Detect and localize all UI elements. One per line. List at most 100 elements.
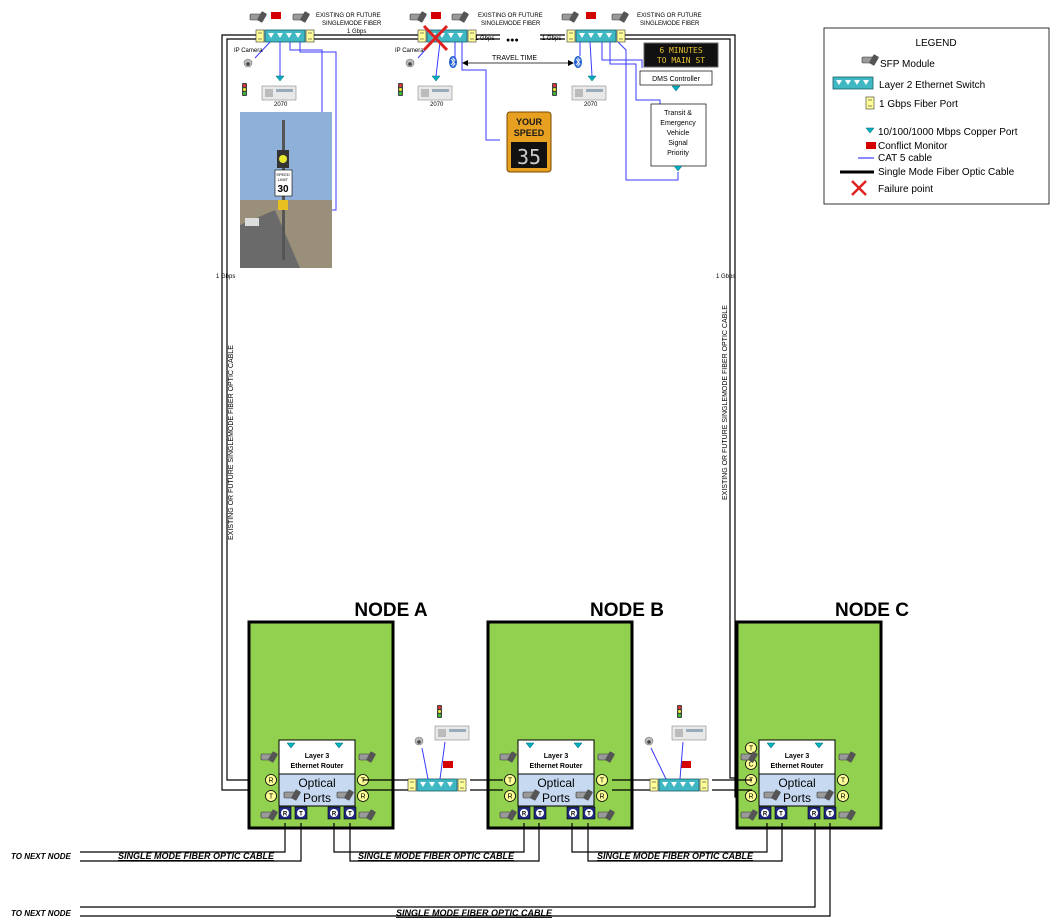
fiber-port-icon	[700, 779, 708, 791]
transit-label-3: Vehicle	[667, 130, 690, 137]
switch-group-1	[242, 11, 314, 100]
controller-2070-icon	[435, 726, 469, 740]
legend-title: LEGEND	[915, 38, 956, 49]
port-letter: T	[600, 778, 605, 785]
node-c-title: NODE C	[835, 600, 909, 621]
ip-camera-label-1: IP Camera	[234, 48, 263, 54]
port-letter: T	[779, 812, 783, 818]
mid-switch-bc	[645, 705, 708, 791]
dms-message-line1: 6 MINUTES	[659, 46, 703, 55]
optical-line2: Ports	[303, 791, 331, 805]
existing-fiber-label-2b: SINGLEMODE FIBER	[481, 21, 541, 27]
port-letter: T	[361, 778, 366, 785]
port-letter: R	[599, 794, 604, 801]
optical-line2: Ports	[542, 791, 570, 805]
port-letter: R	[283, 812, 288, 818]
gbps-label-top-2: 1 Gbps	[475, 36, 494, 42]
traffic-signal-icon	[677, 705, 682, 718]
ip-camera-icon	[415, 737, 423, 745]
conflict-monitor-icon	[271, 12, 281, 19]
to-next-node-1: TO NEXT NODE	[11, 852, 72, 861]
sfp-icon	[293, 11, 310, 23]
dms-controller-label: DMS Controller	[652, 76, 701, 83]
fiber-port-icon	[650, 779, 658, 791]
dms-message-line2: TO MAIN ST	[657, 56, 705, 65]
ip-camera-label-2: IP Camera	[395, 48, 424, 54]
port-letter: T	[299, 812, 303, 818]
fiber-port-icon	[418, 30, 426, 42]
port-letter: R	[840, 794, 845, 801]
fiber-cable-label-2: SINGLE MODE FIBER OPTIC CABLE	[358, 851, 515, 861]
transit-label-4: Signal	[668, 140, 688, 147]
port-letter: R	[522, 812, 527, 818]
port-letter: T	[828, 812, 832, 818]
gbps-label-top-3: 1 Gbps	[542, 36, 561, 42]
layer2-switch-icon	[833, 77, 873, 89]
switch-group-2	[398, 11, 476, 100]
continuation-dots: ●●●	[506, 37, 519, 44]
controller-label-2: 2070	[430, 102, 444, 108]
side-gbps-right: 1 Gbps	[716, 274, 735, 280]
optical-line2: Ports	[783, 791, 811, 805]
router-line2: Ethernet Router	[771, 763, 824, 770]
existing-fiber-label-1b: SINGLEMODE FIBER	[322, 21, 382, 27]
fiber-port-icon	[866, 97, 874, 109]
copper-port-icon	[588, 76, 596, 81]
sfp-icon	[410, 11, 427, 23]
sfp-icon	[562, 11, 579, 23]
port-letter: R	[360, 794, 365, 801]
legend-item-fiber-port: 1 Gbps Fiber Port	[879, 99, 958, 110]
legend-item-sfp: SFP Module	[880, 59, 935, 70]
port-letter: T	[587, 812, 591, 818]
optical-line1: Optical	[298, 776, 335, 790]
traffic-signal-icon	[437, 705, 442, 718]
conflict-monitor-icon	[586, 12, 596, 19]
fiber-cable-label-4: SINGLE MODE FIBER OPTIC CABLE	[396, 908, 553, 918]
speed-sign-value: 35	[517, 145, 541, 169]
fiber-port-icon	[567, 30, 575, 42]
controller-label-1: 2070	[274, 102, 288, 108]
legend-item-copper-port: 10/100/1000 Mbps Copper Port	[878, 127, 1018, 138]
router-line1: Layer 3	[544, 753, 569, 760]
speed-sign-line1: YOUR	[516, 117, 543, 127]
ip-camera-icon	[645, 737, 653, 745]
sfp-icon	[452, 11, 469, 23]
layer2-switch-icon	[265, 30, 305, 42]
copper-port-icon	[674, 166, 682, 171]
ip-camera-icon	[244, 59, 252, 67]
mid-switch-ab	[408, 705, 469, 791]
speed-limit-value: 30	[277, 184, 289, 195]
cm-label-1: CM	[15, 10, 26, 17]
controller-2070-icon	[418, 86, 452, 100]
existing-fiber-label-1a: EXISTING OR FUTURE	[316, 13, 381, 19]
gbps-label-top-1: 1 Gbps	[347, 29, 366, 35]
copper-port-icon	[432, 76, 440, 81]
controller-2070-icon	[672, 726, 706, 740]
legend-item-failure: Failure point	[878, 184, 933, 195]
legend-item-conflict-monitor: Conflict Monitor	[878, 141, 948, 152]
port-letter: C	[748, 762, 753, 769]
fiber-port-icon	[408, 779, 416, 791]
transit-label-5: Priority	[667, 150, 689, 157]
legend-item-fiber-cable: Single Mode Fiber Optic Cable	[878, 167, 1015, 178]
optical-line1: Optical	[778, 776, 815, 790]
conflict-monitor-icon	[443, 761, 453, 768]
layer2-switch-icon	[659, 779, 699, 791]
node-a-title: NODE A	[354, 600, 427, 621]
port-letter: R	[507, 794, 512, 801]
transit-label-1: Transit &	[664, 110, 692, 117]
conflict-monitor-icon	[681, 761, 691, 768]
port-letter: R	[748, 794, 753, 801]
port-letter: T	[269, 794, 274, 801]
optical-line1: Optical	[537, 776, 574, 790]
port-letter: T	[348, 812, 352, 818]
traffic-signal-icon	[552, 83, 557, 96]
port-letter: T	[538, 812, 542, 818]
ip-camera-icon	[406, 59, 414, 67]
sfp-icon	[612, 11, 629, 23]
traffic-signal-icon	[242, 83, 247, 96]
controller-2070-icon	[262, 86, 296, 100]
port-letter: T	[508, 778, 513, 785]
copper-port-icon	[276, 76, 284, 81]
